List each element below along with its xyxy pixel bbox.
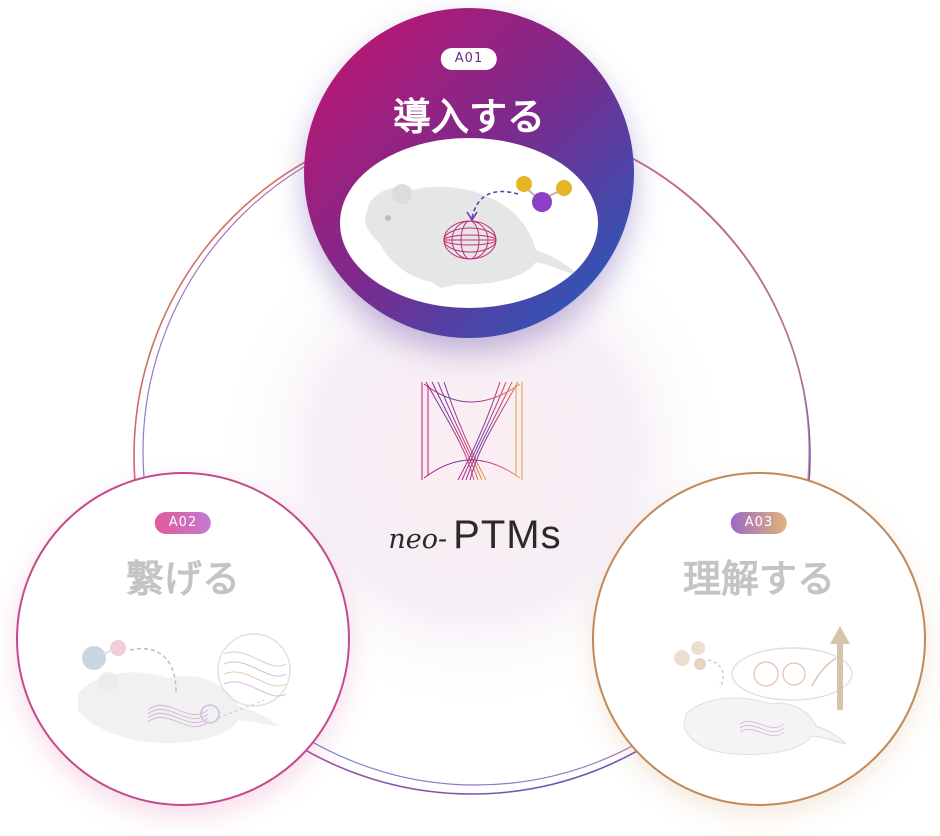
- molecule-icon: [516, 176, 572, 212]
- delivery-arrow-icon: [471, 190, 519, 219]
- arrow-icon: [129, 648, 177, 693]
- node-a01-title: 導入する: [392, 95, 545, 139]
- globe-target-icon: [443, 220, 497, 260]
- mouse-silhouette-icon: [78, 672, 280, 744]
- mouse-silhouette-icon: [683, 697, 848, 755]
- mouse-silhouette-icon: [364, 186, 580, 288]
- node-a01-illustration-panel: [340, 138, 598, 308]
- heart-icon: [782, 662, 806, 686]
- node-a03-title: 理解する: [682, 557, 835, 601]
- node-a03-code-badge: A03: [730, 512, 788, 534]
- node-a02[interactable]: A02 繋げる: [16, 472, 350, 806]
- connect-illustration: [78, 633, 291, 744]
- molecule-icon: [674, 650, 690, 666]
- mouse-delivery-illustration: [364, 176, 580, 288]
- node-a02-code-badge: A02: [154, 512, 212, 534]
- neo-ptms-logo-icon: [421, 381, 523, 481]
- brand-prefix: neo-: [388, 524, 448, 555]
- understand-illustration: [674, 626, 853, 755]
- node-a01-code-badge: A01: [440, 48, 498, 70]
- molecule-blue-icon: [82, 646, 106, 670]
- brand-wordmark: neo-PTMs: [370, 512, 580, 558]
- zoom-lens-icon: [217, 633, 291, 707]
- thought-bubble-icon: [731, 647, 853, 701]
- brand-name: PTMs: [453, 513, 562, 557]
- node-a01[interactable]: A01 導入する: [304, 8, 634, 338]
- molecule-pink-icon: [110, 640, 126, 656]
- node-a02-title: 繋げる: [125, 557, 240, 601]
- node-a03[interactable]: A03 理解する: [592, 472, 926, 806]
- brain-icon: [753, 661, 779, 687]
- muscle-icon: [811, 657, 837, 687]
